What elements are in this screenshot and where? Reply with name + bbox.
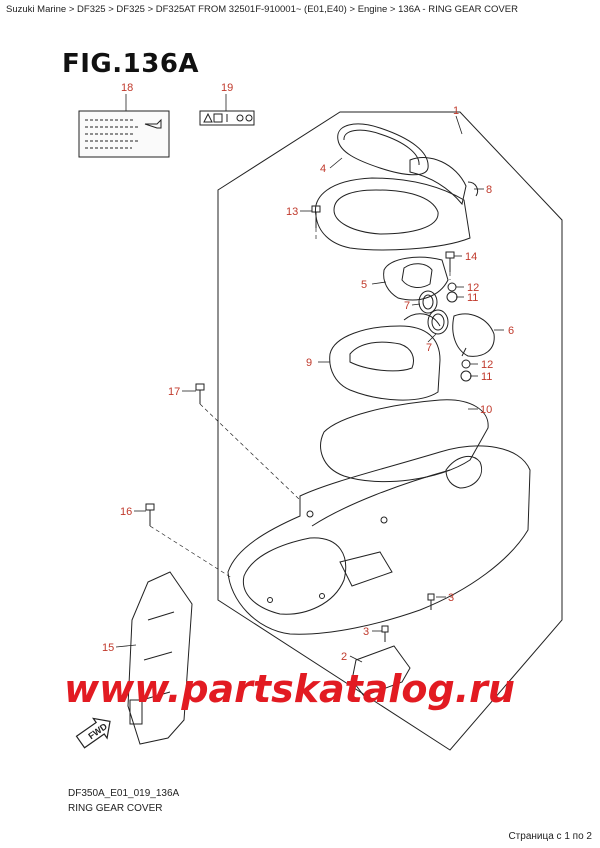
callout-8[interactable]: 8 bbox=[486, 184, 492, 196]
air-guide-part[interactable] bbox=[329, 313, 441, 401]
callout-16[interactable]: 16 bbox=[120, 506, 132, 518]
callout-19[interactable]: 19 bbox=[221, 82, 233, 94]
callout-7-upper[interactable]: 7 bbox=[404, 300, 410, 312]
breadcrumb-separator: > bbox=[147, 4, 154, 15]
callout-3-right[interactable]: 3 bbox=[448, 592, 454, 604]
bolt-16-part[interactable] bbox=[145, 503, 155, 526]
diagram-code: DF350A_E01_019_136A bbox=[68, 788, 180, 799]
intake-duct-part[interactable] bbox=[383, 256, 449, 301]
ring-seal-part[interactable] bbox=[337, 123, 429, 176]
breadcrumb-item-engine[interactable]: Engine bbox=[357, 4, 388, 15]
gasket-part[interactable] bbox=[320, 399, 489, 483]
callout-14[interactable]: 14 bbox=[465, 251, 477, 263]
washer-set-lower-part[interactable] bbox=[460, 359, 472, 382]
silencer-part[interactable] bbox=[452, 313, 495, 357]
callout-4[interactable]: 4 bbox=[320, 163, 326, 175]
callout-12-lower[interactable]: 12 bbox=[481, 359, 493, 371]
bolt-3-right-part[interactable] bbox=[427, 593, 435, 610]
top-cover-part[interactable] bbox=[314, 157, 479, 251]
callout-11-lower[interactable]: 11 bbox=[481, 371, 492, 383]
callout-17[interactable]: 17 bbox=[168, 386, 180, 398]
breadcrumb-separator: > bbox=[108, 4, 114, 15]
callout-1[interactable]: 1 bbox=[453, 105, 459, 117]
breadcrumb-separator: > bbox=[68, 4, 75, 15]
bracket-part[interactable] bbox=[351, 645, 411, 697]
watermark-text: www.partskatalog.ru bbox=[64, 667, 515, 711]
callout-9[interactable]: 9 bbox=[306, 357, 312, 369]
breadcrumb-item-df325[interactable]: DF325 bbox=[77, 4, 106, 15]
breadcrumb-item-suzuki-marine[interactable]: Suzuki Marine bbox=[6, 4, 67, 15]
callout-12-upper[interactable]: 12 bbox=[467, 282, 479, 294]
callout-6[interactable]: 6 bbox=[508, 325, 514, 337]
breadcrumb-item-df325-model[interactable]: DF325 bbox=[116, 4, 145, 15]
bolt-13-part[interactable] bbox=[311, 205, 321, 228]
callout-18[interactable]: 18 bbox=[121, 82, 133, 94]
label-sticker-part[interactable] bbox=[78, 110, 170, 158]
breadcrumb: Suzuki Marine > DF325 > DF325 > DF325AT … bbox=[6, 4, 518, 15]
fwd-arrow-icon: FWD bbox=[75, 717, 111, 749]
callout-7-lower[interactable]: 7 bbox=[426, 342, 432, 354]
bolt-14-part[interactable] bbox=[445, 251, 455, 272]
figure-title: FIG.136A bbox=[62, 49, 200, 79]
leader-lines bbox=[115, 94, 504, 663]
diagram-name: RING GEAR COVER bbox=[68, 803, 163, 814]
bolt-17-part[interactable] bbox=[195, 383, 205, 404]
breadcrumb-item-serial-range[interactable]: DF325AT FROM 32501F-910001~ (E01,E40) bbox=[155, 4, 347, 15]
warning-label-part[interactable] bbox=[199, 110, 255, 126]
callout-5[interactable]: 5 bbox=[361, 279, 367, 291]
callout-11-upper[interactable]: 11 bbox=[467, 292, 478, 304]
ring-gear-cover-body-part[interactable] bbox=[227, 445, 531, 635]
grommet-lower-part[interactable] bbox=[427, 309, 449, 335]
callout-13[interactable]: 13 bbox=[286, 206, 298, 218]
breadcrumb-item-current: 136A - RING GEAR COVER bbox=[398, 4, 518, 15]
page-indicator: Страница с 1 по 2 bbox=[508, 831, 592, 842]
assembly-bounding-frame bbox=[217, 111, 563, 751]
bolt-3-bottom-part[interactable] bbox=[381, 625, 389, 642]
grommet-upper-part[interactable] bbox=[418, 290, 438, 314]
side-shield-part[interactable] bbox=[127, 571, 193, 745]
callout-3-bottom[interactable]: 3 bbox=[363, 626, 369, 638]
alignment-lines bbox=[149, 228, 451, 579]
washer-set-upper-part[interactable] bbox=[446, 282, 458, 303]
callout-15[interactable]: 15 bbox=[102, 642, 114, 654]
callout-10[interactable]: 10 bbox=[480, 404, 492, 416]
breadcrumb-separator: > bbox=[389, 4, 396, 15]
breadcrumb-separator: > bbox=[349, 4, 356, 15]
callout-2[interactable]: 2 bbox=[341, 651, 347, 663]
